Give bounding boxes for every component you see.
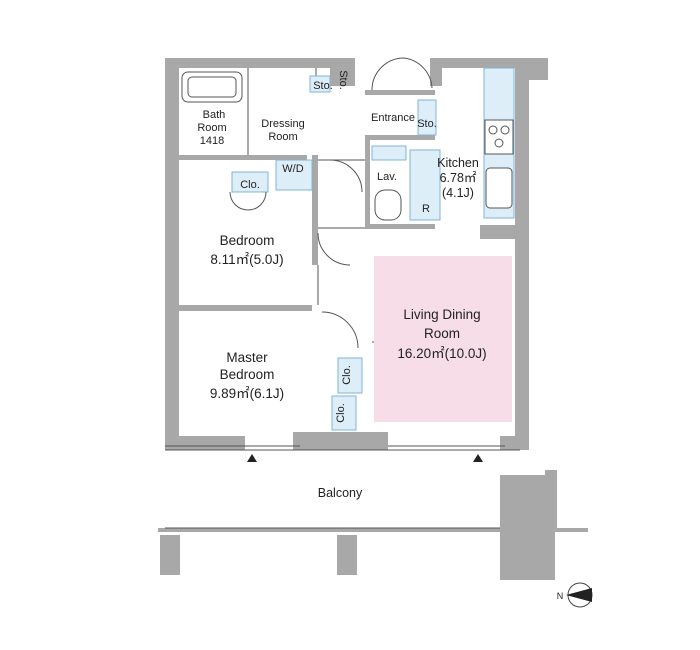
closet-bedroom-label: Clo. <box>240 179 260 191</box>
fridge-icon <box>409 149 441 221</box>
fridge-label: R <box>422 203 430 215</box>
walls <box>158 58 588 580</box>
washer-dryer-icon <box>275 159 313 191</box>
storage-entrance <box>417 99 437 136</box>
sto-entrance-label: Sto. <box>417 118 437 130</box>
compass-icon: N <box>557 582 593 608</box>
bath-size: 1418 <box>200 135 224 147</box>
bedroom-label: Bedroom <box>220 233 275 248</box>
master-area: 9.89㎡(6.1J) <box>210 386 284 401</box>
bath-label-2: Room <box>197 122 226 134</box>
vanity-icon <box>371 145 407 161</box>
bath-label-1: Bath <box>203 109 226 121</box>
compass-north-label: N <box>557 591 564 601</box>
kitchen-tatami: (4.1J) <box>442 186 474 200</box>
sto-dressing-label: Sto. <box>313 80 333 92</box>
closet-master-a <box>337 357 363 394</box>
closet-master-a-label: Clo. <box>341 365 353 385</box>
window-marker-left <box>247 454 257 462</box>
sto-top-label: Sto. <box>337 70 349 90</box>
closet-master-b <box>331 395 357 431</box>
storage-dressing <box>309 75 331 93</box>
stove-icon <box>484 119 514 155</box>
sink-icon <box>485 167 513 209</box>
living-label-2: Room <box>424 326 460 341</box>
toilet-icon <box>374 189 402 221</box>
doors <box>229 57 433 349</box>
bathtub-icon <box>181 71 243 103</box>
bedroom-area: 8.11㎡(5.0J) <box>210 252 283 267</box>
master-label-2: Bedroom <box>220 367 275 382</box>
lav-label: Lav. <box>377 171 397 183</box>
entrance-label: Entrance <box>371 112 415 124</box>
closet-bedroom <box>231 171 269 193</box>
kitchen-label: Kitchen <box>437 156 479 170</box>
balcony-label: Balcony <box>318 486 363 500</box>
master-label-1: Master <box>226 350 268 365</box>
window-marker-right <box>473 454 483 462</box>
fixtures <box>181 67 515 431</box>
closet-master-b-label: Clo. <box>335 403 347 423</box>
living-area: 16.20㎡(10.0J) <box>397 346 486 361</box>
dressing-label-1: Dressing <box>261 118 304 130</box>
living-room-area <box>374 256 512 422</box>
kitchen-area: 6.78㎡ <box>440 171 477 185</box>
washer-label: W/D <box>282 163 303 175</box>
living-label-1: Living Dining <box>403 307 480 322</box>
dressing-label-2: Room <box>268 131 297 143</box>
